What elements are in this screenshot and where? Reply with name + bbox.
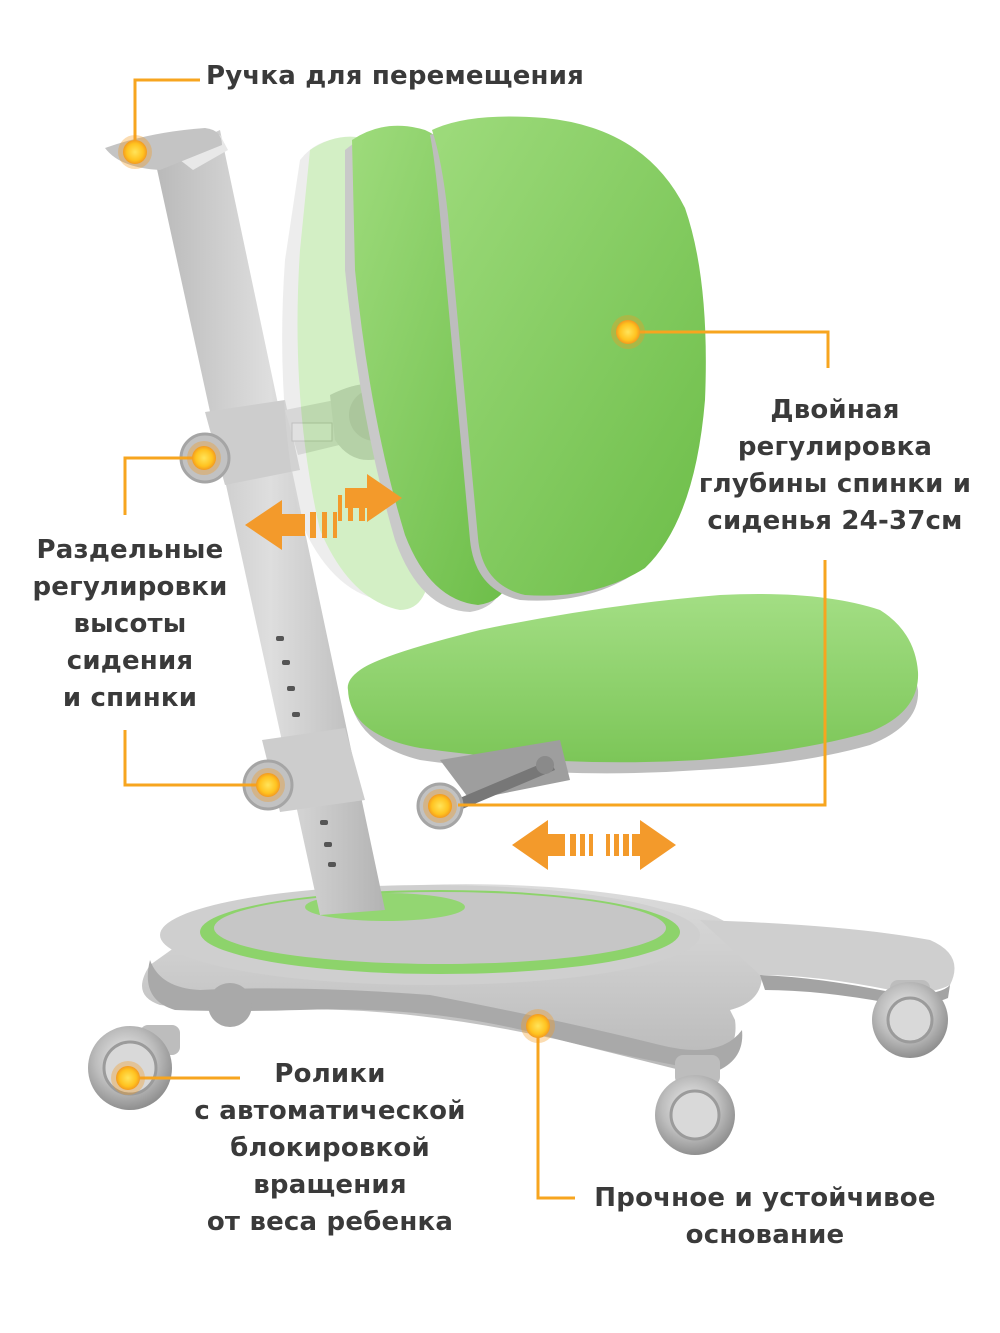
sun-icon	[187, 441, 221, 475]
caster-back-right	[872, 980, 948, 1058]
callout-label-handle: Ручка для перемещения	[195, 58, 595, 95]
callout-text-line: высоты	[73, 609, 187, 639]
chair-base	[142, 884, 955, 1075]
callout-label-height: Раздельные регулировки высоты сидения и …	[20, 532, 240, 717]
callout-text-line: основание	[685, 1220, 845, 1250]
sun-icon	[251, 768, 285, 802]
sun-icon	[111, 1061, 145, 1095]
seat	[347, 594, 919, 810]
callout-line-base	[536, 1028, 575, 1200]
callout-label-base: Прочное и устойчивое основание	[585, 1180, 945, 1254]
callout-line-depth-bottom	[458, 560, 827, 807]
callout-lines	[123, 78, 830, 1200]
callout-label-depth: Двойная регулировка глубины спинки и сид…	[690, 392, 980, 540]
callout-markers	[111, 135, 645, 1095]
callout-text-line: Двойная	[770, 395, 900, 425]
sun-icon	[118, 135, 152, 169]
callout-line-height-top	[123, 456, 204, 515]
callout-text-line: блокировкой	[230, 1133, 430, 1163]
callout-text-line: регулировки	[32, 572, 228, 602]
callout-text-line: Раздельные	[36, 535, 224, 565]
caster-wheels	[88, 980, 948, 1155]
callout-text-line: Ролики	[274, 1059, 386, 1089]
seat-depth-arrows	[512, 820, 676, 870]
callout-text-line: и спинки	[62, 683, 198, 713]
callout-text-line: регулировка	[737, 432, 933, 462]
callout-label-casters: Ролики с автоматической блокировкой вращ…	[180, 1056, 480, 1241]
callout-line-depth-top	[628, 330, 830, 368]
callout-line-handle	[133, 78, 200, 150]
callout-text-line: сидения	[66, 646, 194, 676]
callout-text-line: Ручка для перемещения	[205, 61, 585, 91]
caster-front-right	[655, 1055, 735, 1155]
callout-text-line: Прочное и устойчивое	[594, 1183, 936, 1213]
callout-text-line: от веса ребенка	[206, 1207, 454, 1237]
callout-text-line: с автоматической	[194, 1096, 466, 1126]
sun-icon	[521, 1009, 555, 1043]
callout-line-height-bottom	[123, 730, 268, 787]
callout-text-line: глубины спинки и	[698, 469, 972, 499]
caster-back-left	[208, 983, 252, 1027]
backrest	[345, 116, 706, 612]
height-adjust-holes	[276, 636, 336, 867]
sun-icon	[423, 789, 457, 823]
backrest-depth-arrows	[245, 474, 402, 550]
callout-text-line: сиденья 24-37см	[707, 506, 963, 536]
callout-text-line: вращения	[253, 1170, 407, 1200]
sun-icon	[611, 315, 645, 349]
